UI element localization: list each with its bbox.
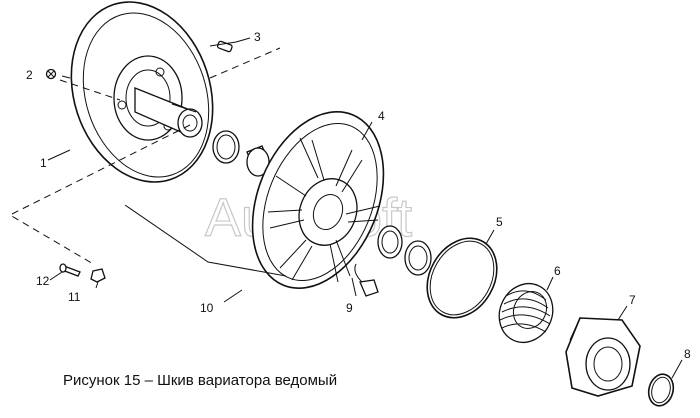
callout-1: 1 <box>40 156 47 170</box>
part-2-screw <box>45 68 57 80</box>
part-8-circlip <box>647 373 675 407</box>
part-4-bushings <box>212 130 271 177</box>
callout-6: 6 <box>554 264 561 278</box>
callout-2: 2 <box>26 68 33 82</box>
leader-lines <box>8 37 683 379</box>
callout-8: 8 <box>684 347 691 361</box>
callout-3: 3 <box>254 30 261 44</box>
part-6-spring <box>498 283 554 343</box>
callout-12: 12 <box>36 274 50 288</box>
callout-11: 11 <box>68 290 81 304</box>
part-11-nut <box>90 268 106 283</box>
callout-9: 9 <box>346 301 353 315</box>
part-12-bolt <box>59 263 81 277</box>
callout-10: 10 <box>200 301 214 315</box>
part-5-rings <box>377 225 498 319</box>
part-7-cam <box>565 317 641 397</box>
part-1-fixed-sheave <box>70 1 214 183</box>
part-10-movable-sheave <box>251 110 385 290</box>
figure-caption: Рисунок 15 – Шкив вариатора ведомый <box>63 372 337 389</box>
callout-7: 7 <box>629 293 636 307</box>
callout-5: 5 <box>496 215 503 229</box>
callout-4: 4 <box>378 109 385 123</box>
part-9-fitting <box>354 263 379 297</box>
callout-labels: 3 2 1 4 5 6 7 8 9 10 11 12 <box>26 30 691 361</box>
